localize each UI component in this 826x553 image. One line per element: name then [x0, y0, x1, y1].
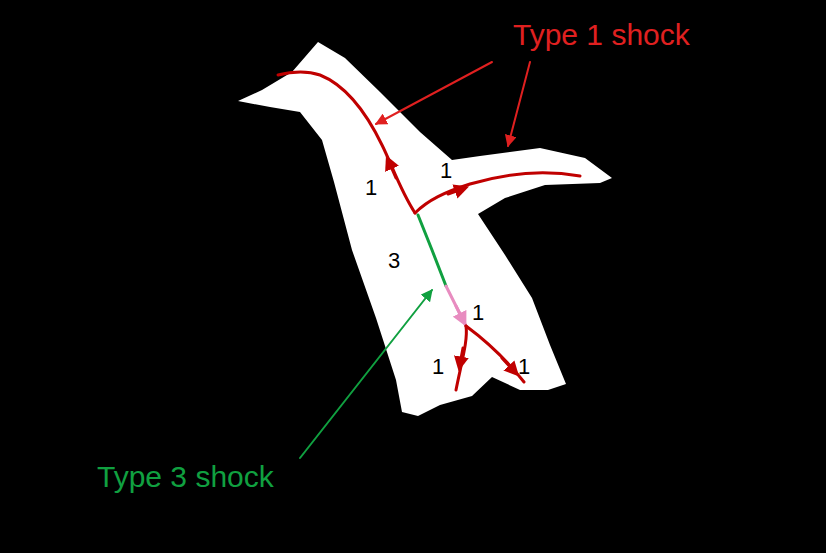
- type1-shock-curve: [466, 326, 524, 382]
- callout-arrow: [300, 290, 432, 458]
- callout-arrow: [508, 62, 530, 146]
- callout-title: Type 3 shock: [97, 462, 274, 492]
- type1-shock-arrow: [460, 348, 463, 364]
- type1-shock-curve: [446, 286, 466, 326]
- callout-number: 1: [365, 177, 377, 199]
- callout-number: 1: [432, 356, 444, 378]
- type3-shock-curve: [418, 215, 446, 286]
- callout-number: 1: [518, 356, 530, 378]
- type1-shock-curve: [415, 173, 580, 213]
- callout-title: Type 1 shock: [513, 20, 690, 50]
- callout-number: 1: [440, 160, 452, 182]
- type1-shock-arrow: [456, 306, 463, 320]
- type1-shock-curve: [456, 326, 466, 390]
- penguin-silhouette: [238, 42, 612, 416]
- type1-shock-arrow: [389, 162, 396, 178]
- type1-shock-curve: [278, 72, 415, 213]
- callout-number: 1: [472, 302, 484, 324]
- type1-shock-arrow: [448, 189, 462, 194]
- callout-arrow: [376, 62, 492, 124]
- type1-shock-arrow: [502, 358, 514, 371]
- callout-number: 3: [388, 250, 400, 272]
